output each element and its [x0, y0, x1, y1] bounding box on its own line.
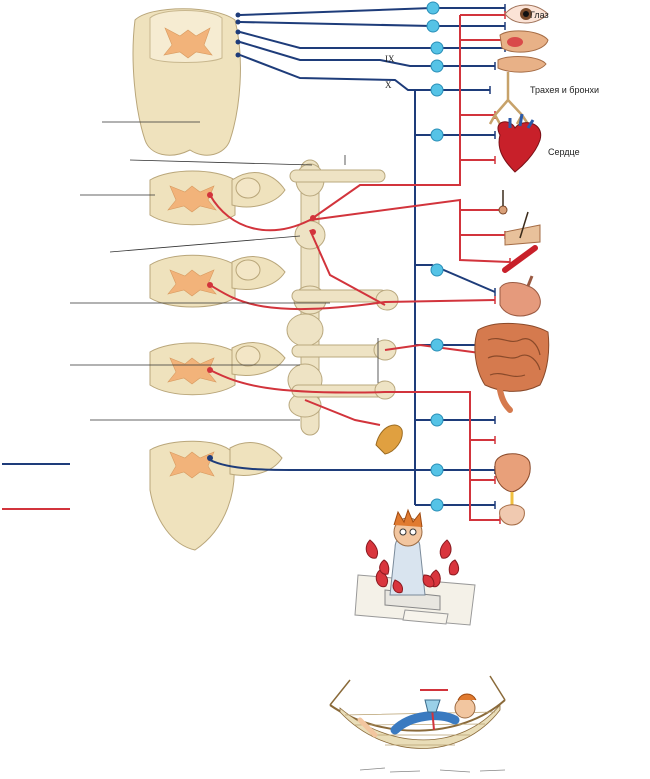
spinal-cord-thoracic-2 — [149, 254, 286, 308]
stressed-man-icon — [354, 508, 476, 626]
sympathetic-fibers — [209, 14, 511, 521]
adrenal-gland-icon — [375, 424, 403, 455]
trachea-icon — [488, 72, 530, 125]
heart-icon — [497, 113, 542, 173]
nerve-cell-bodies — [207, 12, 241, 461]
label-eye: Глаз — [530, 10, 549, 20]
spinal-cord-thoracic-1 — [149, 170, 286, 226]
skin-hair-follicle-icon — [504, 211, 541, 246]
salivary-gland-2-icon — [497, 56, 547, 73]
ground-lines — [359, 767, 506, 773]
genitals-icon — [499, 504, 525, 526]
label-cranial-nerve-x: X — [385, 80, 392, 90]
blood-vessel-icon — [502, 245, 538, 273]
label-heart: Сердце — [548, 147, 580, 157]
spinal-cord-lumbar — [149, 342, 286, 396]
relaxed-man-hammock-icon — [329, 675, 506, 749]
sympathetic-trunk — [286, 159, 399, 436]
eye-icon — [504, 4, 549, 24]
spinal-cord-sacral — [149, 440, 283, 551]
bladder-icon — [494, 453, 531, 505]
spinal-cord-cervical — [132, 8, 241, 156]
label-cranial-nerve-ix: IX — [385, 54, 395, 64]
leader-lines — [70, 121, 379, 421]
label-trachea: Трахея и бронхи — [530, 85, 599, 95]
intestine-icon — [474, 322, 550, 413]
hair-icon — [498, 190, 508, 215]
legend — [2, 463, 70, 510]
sympathetic-cell-bodies — [207, 192, 316, 373]
stomach-icon — [499, 275, 541, 317]
salivary-gland-icon — [499, 30, 549, 53]
parasympathetic-ganglia — [426, 1, 444, 512]
